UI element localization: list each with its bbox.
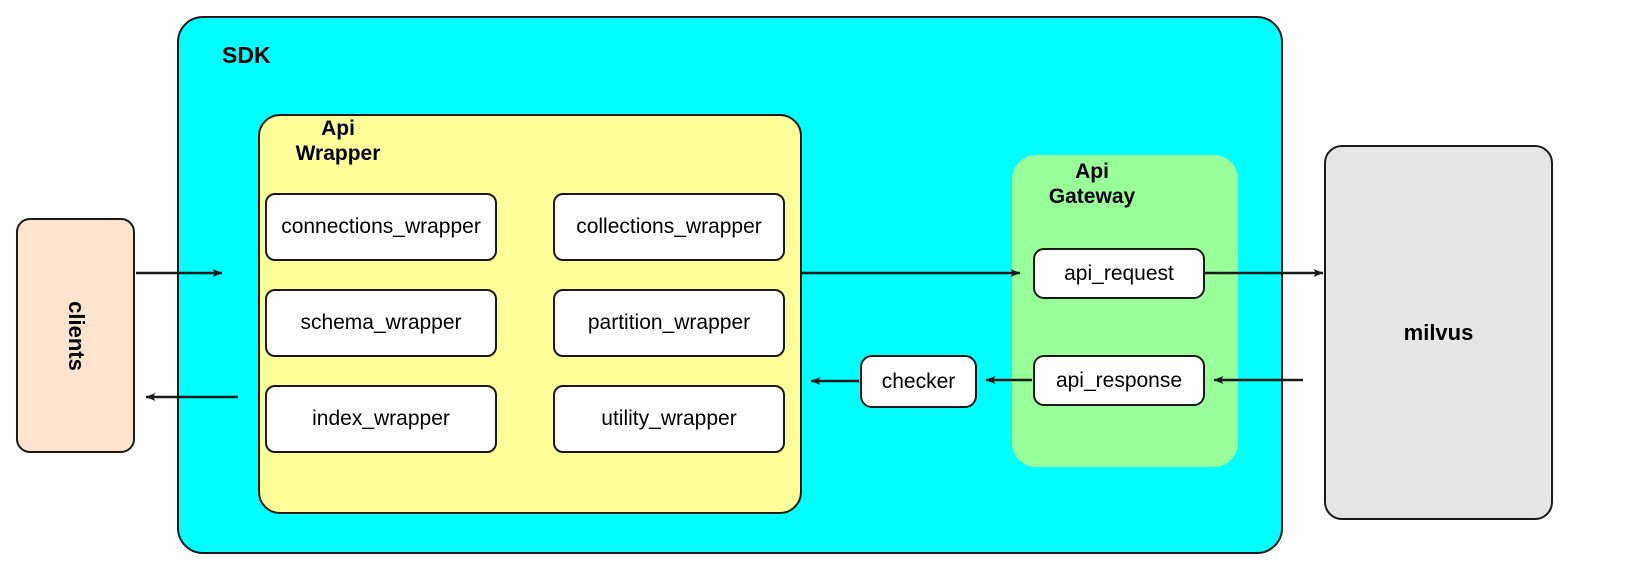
checker-node[interactable]: checker: [860, 355, 977, 408]
api-gateway-label: Api Gateway: [1048, 160, 1136, 208]
clients-label: clients: [63, 300, 89, 371]
milvus-node[interactable]: milvus: [1324, 145, 1553, 520]
wrapper-collections-wrapper[interactable]: collections_wrapper: [553, 193, 785, 261]
wrapper-label: schema_wrapper: [300, 311, 462, 334]
wrapper-schema-wrapper[interactable]: schema_wrapper: [265, 289, 497, 357]
wrapper-label: index_wrapper: [312, 407, 450, 430]
api-wrapper-label: Api Wrapper: [295, 117, 381, 165]
gateway-api-request[interactable]: api_request: [1033, 248, 1205, 299]
wrapper-index-wrapper[interactable]: index_wrapper: [265, 385, 497, 453]
api-gateway-container: [1012, 155, 1238, 467]
milvus-label: milvus: [1403, 319, 1474, 345]
wrapper-connections-wrapper[interactable]: connections_wrapper: [265, 193, 497, 261]
wrapper-label: utility_wrapper: [601, 407, 737, 430]
clients-node[interactable]: clients: [16, 218, 135, 453]
wrapper-label: connections_wrapper: [281, 215, 481, 238]
wrapper-label: collections_wrapper: [576, 215, 762, 238]
gateway-node-label: api_request: [1064, 261, 1174, 285]
wrapper-utility-wrapper[interactable]: utility_wrapper: [553, 385, 785, 453]
checker-label: checker: [881, 369, 956, 393]
gateway-node-label: api_response: [1055, 368, 1183, 392]
wrapper-partition-wrapper[interactable]: partition_wrapper: [553, 289, 785, 357]
gateway-api-response[interactable]: api_response: [1033, 355, 1205, 406]
wrapper-label: partition_wrapper: [587, 311, 751, 334]
sdk-label: SDK: [222, 42, 271, 68]
